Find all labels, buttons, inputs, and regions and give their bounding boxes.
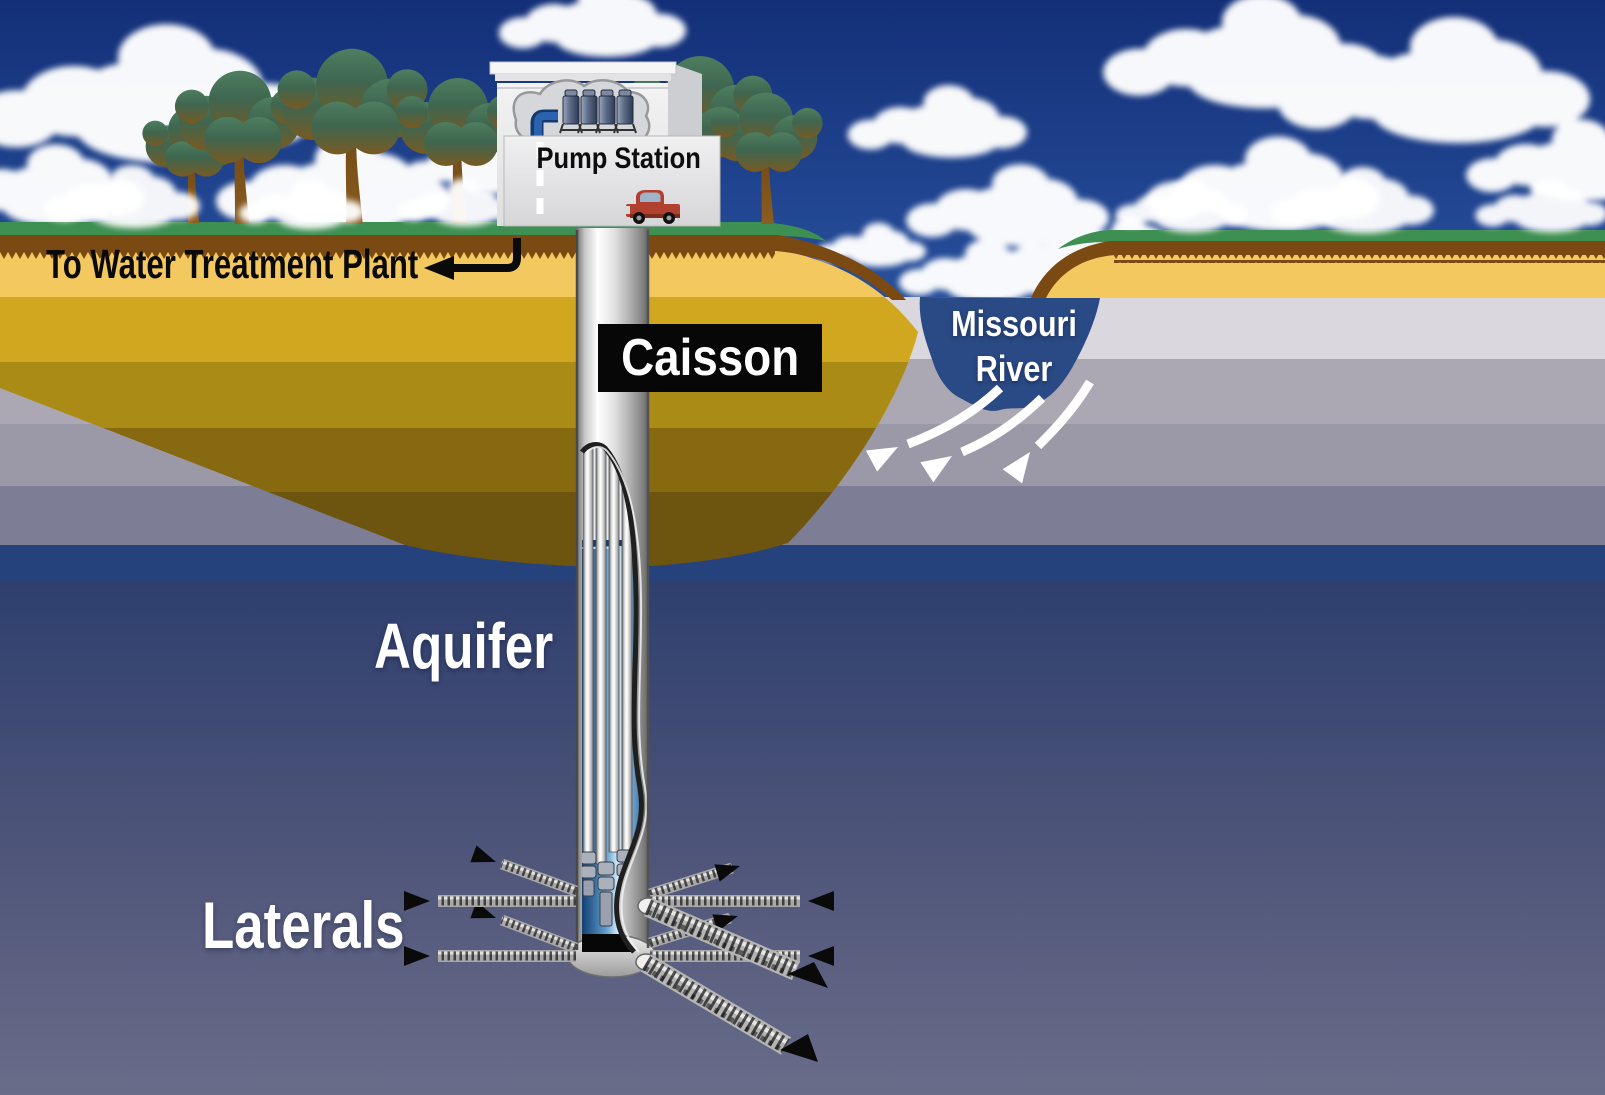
lateral-pipe xyxy=(470,845,578,897)
label-laterals: Laterals xyxy=(202,888,405,962)
label-pump-station: Pump Station xyxy=(536,142,701,175)
aquifer-body xyxy=(0,582,1605,1095)
lateral-pipe-foreground xyxy=(637,897,828,988)
arrowhead-icon xyxy=(865,447,1030,484)
cutaway-edge xyxy=(580,442,644,954)
surface-left xyxy=(0,222,906,300)
lateral-pipe xyxy=(404,946,576,966)
pumps xyxy=(559,89,637,134)
caisson-well xyxy=(567,228,657,978)
lateral-pipe-foreground xyxy=(635,953,818,1062)
pump-station-building xyxy=(489,61,721,227)
laterals-pipes xyxy=(404,845,834,1062)
river-seepage-arrows xyxy=(865,379,1094,484)
pickup-truck xyxy=(626,190,680,224)
lateral-pipe xyxy=(650,891,834,911)
missouri-river-water xyxy=(919,297,1100,411)
building-cornice xyxy=(489,61,677,75)
lateral-pipe xyxy=(648,862,740,900)
caisson-cutaway-interior xyxy=(582,444,642,952)
surface-right xyxy=(1031,230,1605,298)
cutaway-edge-highlight xyxy=(586,446,648,953)
to-plant-flow-connector xyxy=(424,238,521,280)
lateral-pipe xyxy=(404,891,576,911)
aquifer-navy-band xyxy=(0,545,1605,582)
label-caisson: Caisson xyxy=(598,324,822,392)
label-to-water-treatment-plant: To Water Treatment Plant xyxy=(46,241,419,287)
flow-arrow-icon xyxy=(424,256,454,280)
right-bank-sand xyxy=(1034,252,1605,298)
label-aquifer: Aquifer xyxy=(374,610,554,682)
